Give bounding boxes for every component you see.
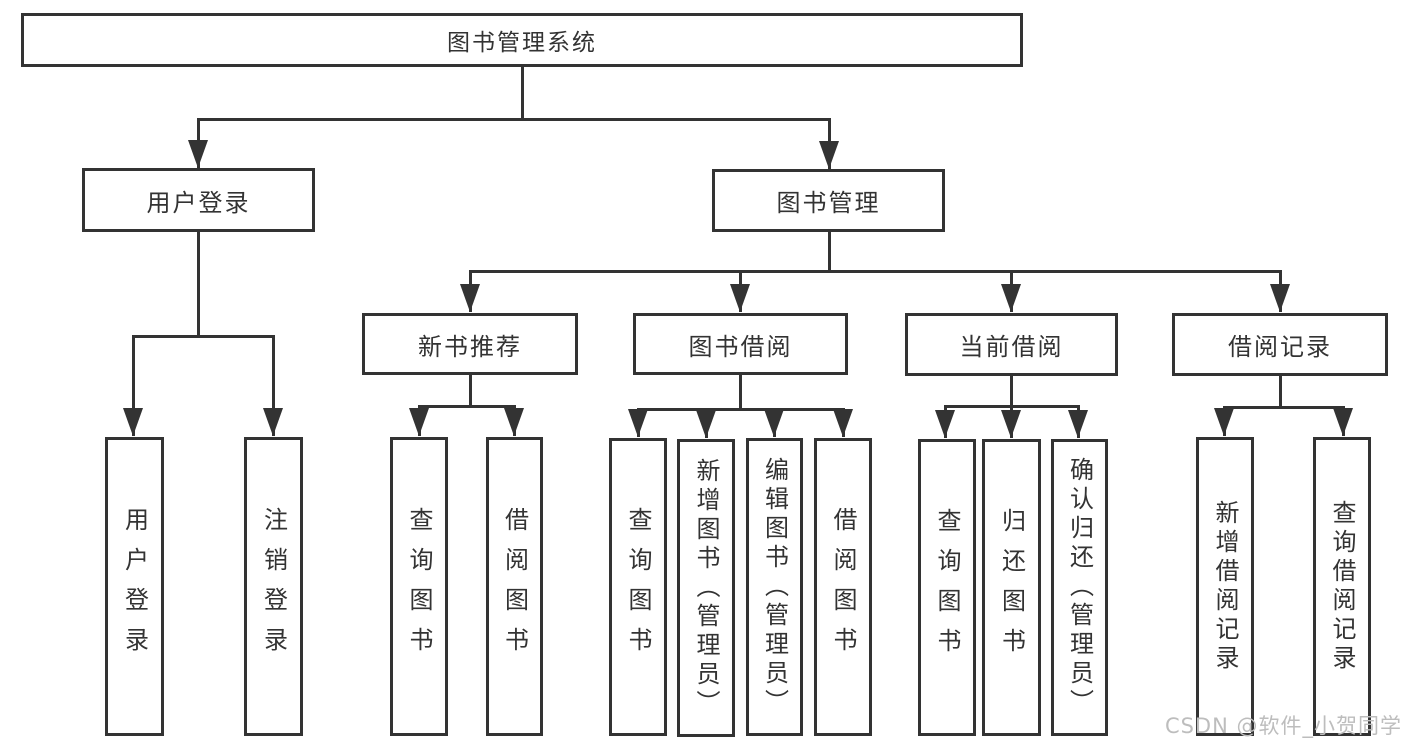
diagram-node-current-borrowing: 当前借阅 [905, 313, 1118, 376]
node-label: 用户登录 [146, 188, 251, 217]
connector-line-user-login [131, 336, 135, 436]
node-label: 编辑图书（管理员） [760, 456, 789, 718]
node-label: 归还图书 [997, 507, 1026, 668]
diagram-node-borrow-books-leaf: 借阅图书 [814, 438, 872, 736]
diagram-node-root: 图书管理系统 [21, 13, 1023, 67]
connector-line-book-borrowing [738, 375, 742, 409]
arrow-down-icon [833, 409, 853, 437]
node-label: 新增图书（管理员） [692, 457, 720, 719]
diagram-node-user-login-leaf: 用户登录 [105, 437, 164, 736]
arrow-down-icon [263, 408, 283, 436]
arrow-down-icon [504, 408, 524, 436]
arrow-down-icon [628, 409, 648, 437]
diagram-node-confirm-return-admin: 确认归还（管理员） [1051, 439, 1108, 736]
arrow-down-icon [764, 409, 784, 437]
connector-line-root [196, 117, 831, 121]
diagram-node-borrow-books-recommend: 借阅图书 [486, 437, 543, 736]
arrow-down-icon [819, 141, 839, 169]
connector-line-book-management [827, 232, 831, 271]
arrow-down-icon [935, 410, 955, 438]
arrow-down-icon [1270, 284, 1290, 312]
arrow-down-icon [409, 408, 429, 436]
connector-line-book-borrowing [636, 407, 845, 411]
arrow-down-icon [1333, 408, 1353, 436]
arrow-down-icon [123, 408, 143, 436]
node-label: 新增借阅记录 [1211, 499, 1239, 674]
diagram-node-query-books-current: 查询图书 [918, 439, 976, 736]
node-label: 查询借阅记录 [1328, 499, 1356, 674]
diagram-node-add-books-admin: 新增图书（管理员） [677, 439, 735, 737]
arrow-down-icon [730, 284, 750, 312]
node-label: 借阅图书 [829, 507, 857, 667]
arrow-down-icon [188, 140, 208, 168]
node-label: 借阅记录 [1228, 333, 1332, 361]
node-label: 确认归还（管理员） [1065, 457, 1094, 718]
diagram-node-book-management: 图书管理 [712, 169, 945, 232]
diagram-node-new-book-recommend: 新书推荐 [362, 313, 578, 375]
node-label: 图书管理 [776, 189, 881, 217]
connector-line-root [520, 67, 524, 119]
node-label: 新书推荐 [418, 332, 522, 361]
node-label: 查询图书 [624, 507, 652, 667]
node-label: 当前借阅 [959, 333, 1064, 361]
arrow-down-icon [1214, 408, 1234, 436]
diagram-node-logout-leaf: 注销登录 [244, 437, 303, 736]
node-label: 用户登录 [120, 506, 149, 667]
connector-line-borrowing-records [1278, 376, 1282, 407]
diagram-node-add-borrow-record: 新增借阅记录 [1196, 437, 1254, 736]
watermark: CSDN @软件_小贺同学 [1164, 714, 1402, 738]
connector-line-user-login [271, 336, 275, 436]
node-label: 图书管理系统 [447, 30, 597, 56]
connector-line-book-management [468, 269, 1282, 273]
diagram-node-edit-books-admin: 编辑图书（管理员） [746, 438, 803, 736]
node-label: 查询图书 [933, 507, 961, 668]
arrow-down-icon [1068, 410, 1088, 438]
connector-line-borrowing-records [1222, 405, 1345, 409]
arrow-down-icon [1001, 284, 1021, 312]
node-label: 图书借阅 [688, 332, 793, 361]
connector-line-new-book-recommend [417, 404, 516, 408]
connector-line-new-book-recommend [468, 375, 472, 406]
diagram-node-query-books-borrowing: 查询图书 [609, 438, 667, 736]
arrow-down-icon [696, 410, 716, 438]
diagram-node-book-borrowing: 图书借阅 [633, 313, 848, 375]
connector-line-user-login [131, 334, 275, 338]
diagram-node-query-borrow-record: 查询借阅记录 [1313, 437, 1371, 736]
diagram-node-query-books-recommend: 查询图书 [390, 437, 448, 736]
connector-line-user-login [196, 232, 200, 336]
arrow-down-icon [1001, 410, 1021, 438]
node-label: 查询图书 [405, 506, 433, 667]
node-label: 注销登录 [259, 506, 288, 667]
diagram-node-borrowing-records: 借阅记录 [1172, 313, 1388, 376]
diagram-node-user-login: 用户登录 [82, 168, 315, 232]
arrow-down-icon [460, 284, 480, 312]
diagram-node-return-books-leaf: 归还图书 [982, 439, 1041, 736]
connector-line-current-borrowing [1009, 376, 1013, 406]
node-label: 借阅图书 [500, 506, 529, 667]
